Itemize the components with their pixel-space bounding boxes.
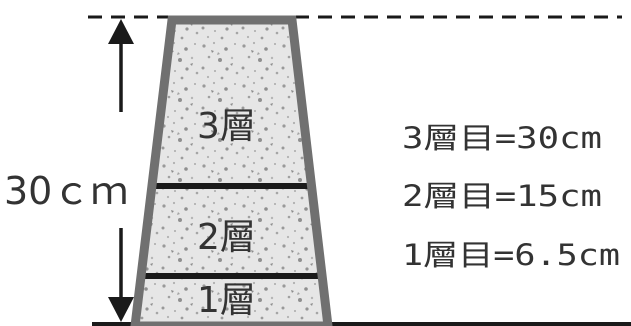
layer-label-3: 3層: [197, 106, 256, 147]
arrow-head-up-icon: [108, 19, 134, 44]
layer-label-1: 1層: [197, 280, 256, 321]
legend-item-2: 2層目=15cm: [402, 179, 602, 213]
dimension-arrow: [108, 19, 134, 322]
sample-fill: [135, 20, 328, 326]
layer-label-2: 2層: [197, 217, 256, 258]
legend-item-3: 3層目=30cm: [402, 121, 602, 155]
sample-outline: [130, 15, 333, 326]
dimension-label: 30ｃｍ: [4, 169, 128, 213]
layer-legend: 3層目=30cm 2層目=15cm 1層目=6.5cm: [402, 121, 620, 272]
sample-body: [130, 15, 333, 326]
arrow-head-down-icon: [108, 297, 134, 322]
legend-item-1: 1層目=6.5cm: [402, 238, 620, 272]
